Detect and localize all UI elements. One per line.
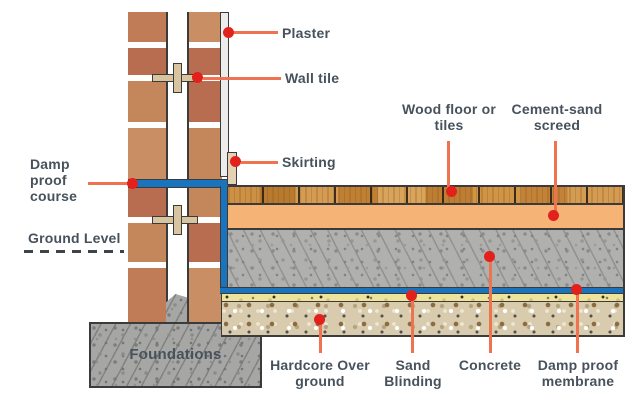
inner-brick-wall bbox=[187, 12, 222, 322]
sand-blinding-layer bbox=[221, 294, 625, 302]
label-hardcore: Hardcore Over ground bbox=[270, 357, 370, 389]
label-skirting: Skirting bbox=[282, 154, 336, 170]
brick-row bbox=[189, 188, 222, 217]
cement-sand-screed-layer bbox=[228, 205, 625, 230]
ground-level-dashed-line bbox=[24, 250, 124, 253]
leader-line-plaster bbox=[234, 31, 278, 34]
leader-line-dpc bbox=[88, 182, 128, 185]
wall-tie-pin bbox=[173, 205, 182, 235]
label-concrete: Concrete bbox=[458, 357, 522, 373]
skirting-board bbox=[227, 152, 237, 185]
damp-proof-course-layer bbox=[128, 179, 228, 188]
label-foundations: Foundations bbox=[129, 346, 222, 363]
marker-dot-screed bbox=[548, 210, 559, 221]
label-sand-blinding: Sand Blinding bbox=[384, 357, 442, 389]
hardcore-layer bbox=[221, 302, 625, 337]
label-wood-floor: Wood floor or tiles bbox=[401, 101, 497, 133]
brick-row bbox=[128, 128, 166, 179]
brick-row bbox=[128, 12, 166, 42]
outer-brick-wall bbox=[128, 12, 168, 322]
label-damp-proof-course: Damp proof course bbox=[30, 156, 78, 204]
marker-dot-skirting bbox=[230, 156, 241, 167]
brick-row bbox=[128, 81, 166, 122]
plaster-layer bbox=[220, 12, 229, 177]
brick-row bbox=[189, 48, 222, 75]
label-wall-tile: Wall tile bbox=[285, 70, 340, 86]
marker-dot-dpm bbox=[571, 284, 582, 295]
brick-row bbox=[128, 48, 166, 75]
leader-line-hardcore bbox=[319, 323, 322, 353]
brick-row bbox=[189, 223, 222, 262]
marker-dot-wood-floor bbox=[446, 186, 457, 197]
label-ground-level: Ground Level bbox=[28, 230, 121, 246]
label-plaster: Plaster bbox=[282, 25, 331, 41]
wood-floor-layer bbox=[228, 185, 625, 205]
brick-row bbox=[128, 268, 166, 322]
leader-line-wood-floor bbox=[447, 141, 450, 189]
marker-dot-concrete bbox=[484, 251, 495, 262]
damp-proof-membrane-vertical bbox=[220, 186, 228, 293]
label-cement-sand-screed: Cement-sand screed bbox=[511, 101, 603, 133]
brick-row bbox=[189, 268, 222, 322]
leader-line-sand bbox=[411, 299, 414, 353]
marker-dot-hardcore bbox=[314, 314, 325, 325]
concrete-slab-layer bbox=[228, 230, 625, 287]
marker-dot-sand bbox=[406, 290, 417, 301]
label-damp-proof-membrane: Damp proof membrane bbox=[537, 357, 619, 389]
leader-line-concrete bbox=[489, 260, 492, 353]
marker-dot-plaster bbox=[223, 27, 234, 38]
brick-row bbox=[128, 223, 166, 262]
brick-row bbox=[189, 12, 222, 42]
marker-dot-wall-tile bbox=[192, 72, 203, 83]
wall-tie-pin bbox=[173, 63, 182, 93]
leader-line-skirting bbox=[241, 161, 278, 164]
brick-row bbox=[189, 128, 222, 179]
cavity-concrete-fill bbox=[166, 294, 187, 322]
damp-proof-membrane-layer bbox=[220, 287, 625, 294]
brick-row bbox=[189, 81, 222, 122]
brick-row bbox=[128, 188, 166, 217]
leader-line-screed bbox=[554, 141, 557, 214]
leader-line-dpm bbox=[576, 293, 579, 353]
marker-dot-dpc bbox=[127, 178, 138, 189]
leader-line-wall-tile bbox=[203, 77, 281, 80]
